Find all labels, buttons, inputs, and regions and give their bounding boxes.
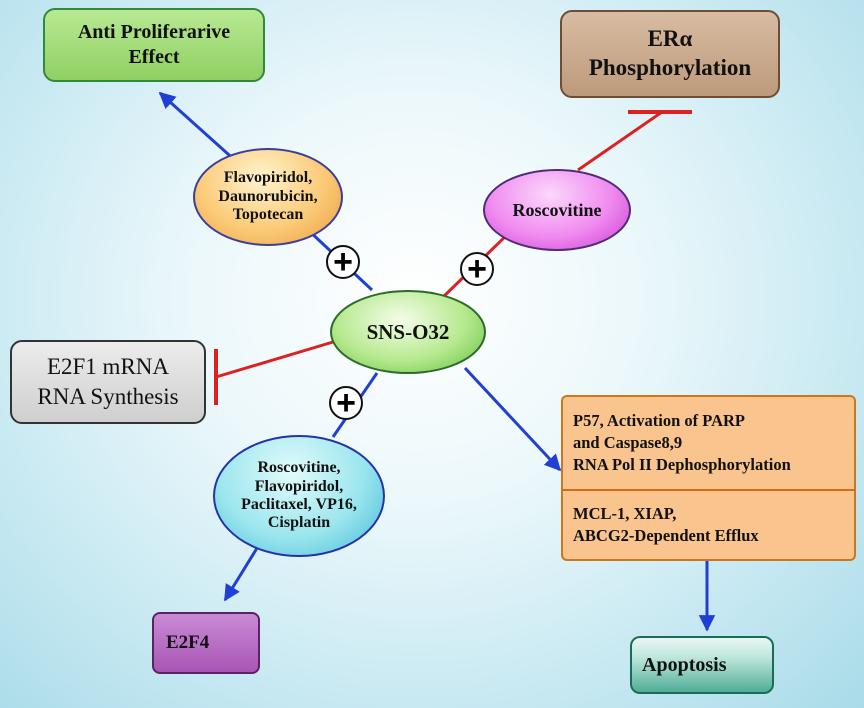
e2f1-rna-synthesis-box: E2F1 mRNA RNA Synthesis	[10, 340, 206, 424]
center-label: SNS-O32	[366, 319, 450, 344]
inhibit-roscovitine-to-er-alpha	[577, 110, 663, 172]
plus-badge-top-left: +	[326, 245, 360, 279]
mechanism-down-line-1: MCL-1, XIAP,	[573, 503, 677, 523]
plus-badge-bottom-left: +	[329, 386, 363, 420]
plus-badge-top-right: +	[460, 252, 494, 286]
er-alpha-line-2: Phosphorylation	[588, 55, 752, 80]
apoptosis-label: Apoptosis	[642, 653, 727, 676]
arrow-drug-to-anti-proliferative	[158, 91, 240, 165]
drug-ellipse-bottom-left: Roscovitine, Flavopiridol, Paclitaxel, V…	[213, 435, 385, 557]
drug-ellipse-top-left: Flavopiridol, Daunorubicin, Topotecan	[193, 148, 343, 246]
anti-proliferative-effect-box: Anti Proliferarive Effect	[43, 8, 265, 82]
inhibit-center-to-e2f1	[215, 340, 334, 379]
drug-bottom-left-line-2: Flavopiridol,	[254, 477, 344, 495]
e2f1-line-2: RNA Synthesis	[37, 384, 179, 409]
arrow-drug-to-e2f4	[223, 539, 264, 602]
mechanism-downregulated-box: MCL-1, XIAP, ABCG2-Dependent Efflux	[561, 491, 856, 561]
e2f1-line-1: E2F1 mRNA	[46, 354, 170, 380]
mechanism-up-line-3: RNA Pol II Dephosphorylation	[573, 455, 791, 475]
apoptosis-box: Apoptosis	[630, 636, 774, 694]
drug-top-right-line-1: Roscovitine	[512, 199, 602, 220]
drug-top-left-line-3: Topotecan	[232, 206, 304, 224]
er-alpha-line-1: ERα	[647, 26, 693, 52]
drug-bottom-left-line-3: Paclitaxel, VP16,	[241, 496, 357, 513]
anti-proliferative-line-1: Anti Proliferarive	[77, 21, 231, 43]
drug-bottom-left-line-1: Roscovitine,	[257, 459, 341, 477]
er-alpha-phosphorylation-box: ERα Phosphorylation	[560, 10, 780, 98]
arrow-center-to-mechanism	[463, 366, 562, 472]
mechanism-upregulated-box: P57, Activation of PARP and Caspase8,9 R…	[561, 395, 856, 491]
mechanism-down-line-2: ABCG2-Dependent Efflux	[573, 526, 759, 545]
drug-top-left-line-2: Daunorubicin,	[218, 187, 318, 205]
e2f4-box: E2F4	[152, 612, 260, 674]
e2f4-label: E2F4	[166, 632, 210, 653]
mechanism-up-line-1: P57, Activation of PARP	[573, 410, 746, 430]
anti-proliferative-line-2: Effect	[128, 46, 180, 68]
sns-o32-center-ellipse: SNS-O32	[330, 290, 486, 374]
drug-ellipse-top-right: Roscovitine	[483, 169, 631, 251]
mechanism-up-line-2: and Caspase8,9	[573, 432, 683, 452]
drug-top-left-line-1: Flavopiridol,	[223, 169, 313, 187]
drug-bottom-left-line-4: Cisplatin	[267, 514, 331, 532]
